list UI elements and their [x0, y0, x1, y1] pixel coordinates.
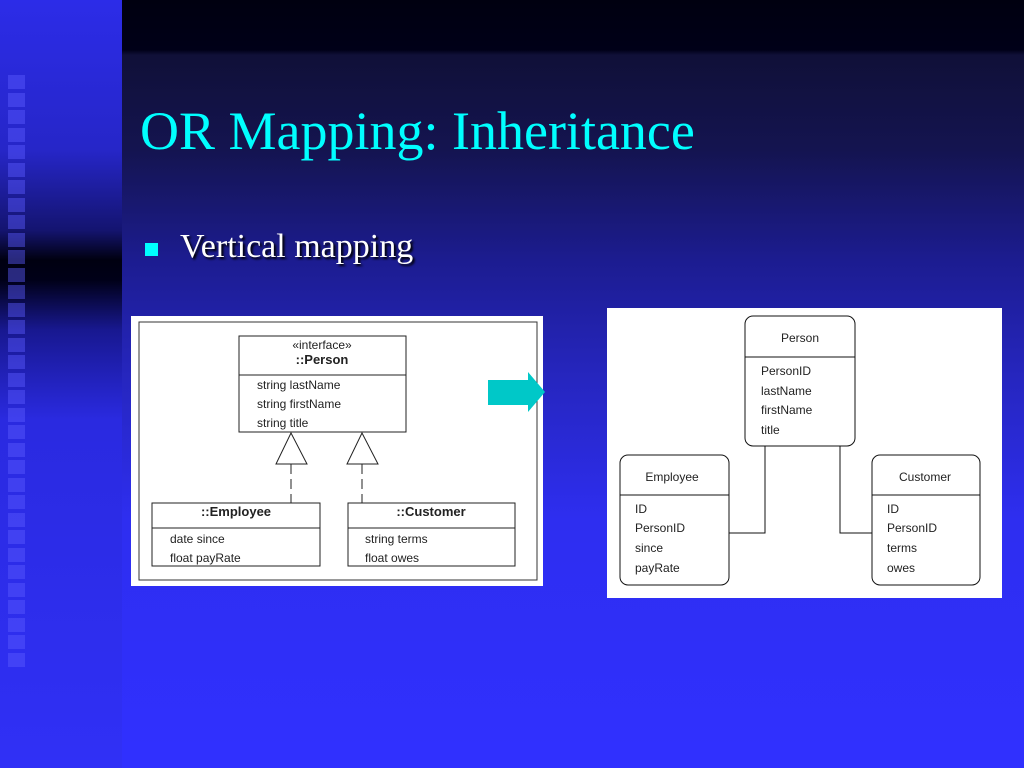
diagram-shape [488, 372, 545, 412]
decorative-square [8, 197, 25, 212]
class-name: ::Person [296, 352, 349, 367]
decorative-square [8, 617, 25, 632]
decorative-square [8, 547, 25, 562]
stereotype: «interface» [292, 338, 352, 352]
decorative-square [8, 337, 25, 352]
diagram-text: PersonID [761, 364, 811, 378]
decorative-square [8, 75, 25, 89]
decorative-square [8, 162, 25, 177]
decorative-square [8, 92, 25, 107]
decorative-square [8, 442, 25, 457]
decorative-square [8, 110, 25, 124]
diagram-text: Customer [899, 470, 951, 484]
attr: string terms [365, 532, 428, 546]
diagram-shape [839, 446, 872, 534]
decorative-square [8, 320, 25, 334]
decorative-square [8, 495, 25, 509]
decorative-square [8, 635, 25, 649]
decorative-square [8, 460, 25, 474]
decorative-square [8, 425, 25, 439]
diagram-shape [151, 502, 321, 567]
decorative-square [8, 600, 25, 614]
decorative-square [8, 390, 25, 404]
decorative-sidebar [0, 0, 122, 768]
diagram-text: firstName [761, 403, 813, 417]
diagram-text: owes [887, 561, 915, 575]
decorative-square [8, 565, 25, 579]
decorative-square [8, 355, 25, 369]
right-arrow-icon [488, 372, 545, 412]
diagram-text: title [761, 423, 780, 437]
er-person-table: Person PersonID lastName firstName title [744, 315, 856, 447]
attr: string lastName [257, 378, 341, 392]
decorative-square [8, 180, 25, 194]
er-employee-table: Employee ID PersonID since payRate [619, 454, 730, 586]
er-customer-table: Customer ID PersonID terms owes [871, 454, 981, 586]
decorative-square [8, 530, 25, 544]
decorative-square [8, 215, 25, 229]
uml-customer-class: ::Customer string terms float owes [347, 502, 516, 567]
diagram-text: Person [781, 331, 819, 345]
bullet-square-icon [145, 243, 158, 256]
decorative-square [8, 407, 25, 422]
er-connectors [729, 446, 872, 534]
attr: float payRate [170, 551, 241, 565]
diagram-text: ID [887, 502, 899, 516]
class-name: ::Employee [201, 504, 271, 519]
decorative-square [8, 652, 25, 667]
class-name: ::Customer [396, 504, 465, 519]
inheritance-arrows [275, 431, 379, 503]
decorative-square [8, 267, 25, 282]
uml-person-class: «interface» ::Person string lastName str… [238, 335, 407, 433]
er-diagram: Person PersonID lastName firstName title… [607, 308, 1002, 598]
diagram-text: terms [887, 541, 917, 555]
diagram-shape [347, 502, 516, 567]
diagram-shape [729, 446, 766, 534]
attr: date since [170, 532, 225, 546]
decorative-square [8, 582, 25, 597]
decorative-square [8, 145, 25, 159]
diagram-text: Employee [645, 470, 699, 484]
diagram-text: since [635, 541, 663, 555]
decorative-square [8, 285, 25, 299]
decorative-square [8, 302, 25, 317]
diagram-shape [744, 315, 856, 447]
diagram-shape [138, 321, 538, 581]
attr: string firstName [257, 397, 341, 411]
decorative-square [8, 477, 25, 492]
diagram-text: PersonID [635, 521, 685, 535]
uml-employee-class: ::Employee date since float payRate [151, 502, 321, 567]
decorative-square [8, 250, 25, 264]
bullet-text: Vertical mapping [180, 228, 414, 265]
diagram-shape [871, 454, 981, 586]
slide-title: OR Mapping: Inheritance [140, 101, 695, 161]
uml-class-diagram: «interface» ::Person string lastName str… [131, 316, 543, 586]
diagram-shape [238, 335, 407, 433]
decorative-square [8, 127, 25, 142]
diagram-text: payRate [635, 561, 680, 575]
decorative-square [8, 372, 25, 387]
diagram-shape [619, 454, 730, 586]
diagram-text: lastName [761, 384, 812, 398]
attr: string title [257, 416, 309, 430]
decorative-square [8, 512, 25, 527]
diagram-text: ID [635, 502, 647, 516]
attr: float owes [365, 551, 419, 565]
diagram-text: PersonID [887, 521, 937, 535]
decorative-square [8, 232, 25, 247]
